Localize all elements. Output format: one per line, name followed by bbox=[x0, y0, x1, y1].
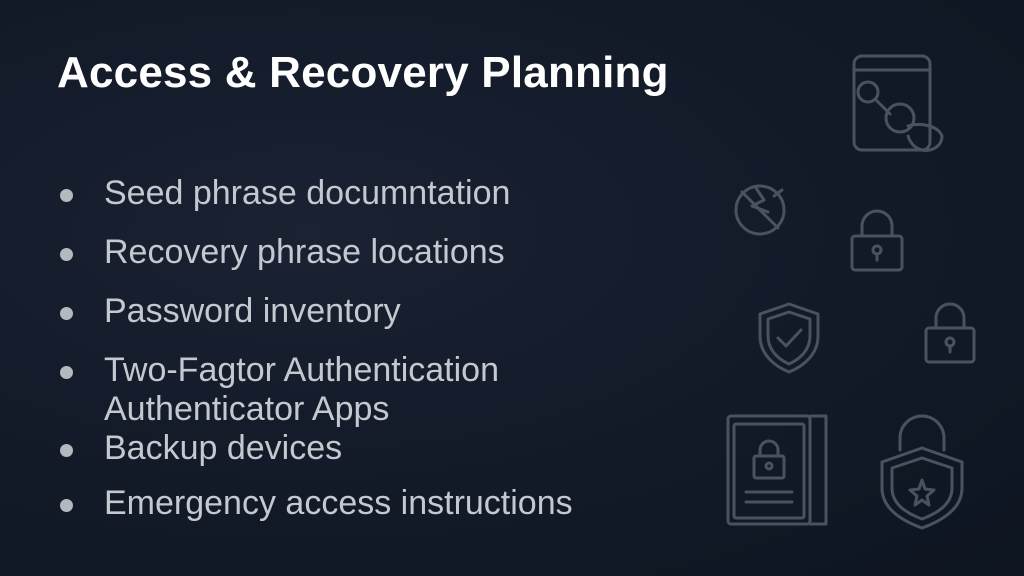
bullet-dot bbox=[60, 189, 73, 202]
bullet-subtext-label: Authenticator Apps bbox=[104, 390, 390, 428]
padlock-icon bbox=[920, 298, 980, 366]
broken-key-icon bbox=[728, 178, 792, 242]
bullet-text: Recovery phrase locations bbox=[104, 233, 505, 271]
bullet-dot bbox=[60, 366, 73, 379]
bullet-text: Password inventory bbox=[104, 292, 401, 330]
lock-shield-icon bbox=[874, 410, 970, 534]
bullet-dot bbox=[60, 307, 73, 320]
bullet-text: Emergency access instructions bbox=[104, 484, 573, 522]
bullet-dot bbox=[60, 444, 73, 457]
document-lock-icon bbox=[724, 410, 834, 530]
bullet-text: Backup devices bbox=[104, 429, 343, 467]
bullet-text: Seed phrase documntation bbox=[104, 174, 511, 212]
bullet-dot bbox=[60, 499, 73, 512]
bullet-text: Two-Fagtor Authentication bbox=[104, 351, 500, 389]
padlock-icon bbox=[846, 206, 908, 274]
bullet-dot bbox=[60, 248, 73, 261]
slide-title: Access & Recovery Planning bbox=[57, 48, 669, 97]
shield-check-icon bbox=[754, 300, 824, 376]
phone-key-icon bbox=[838, 52, 950, 156]
